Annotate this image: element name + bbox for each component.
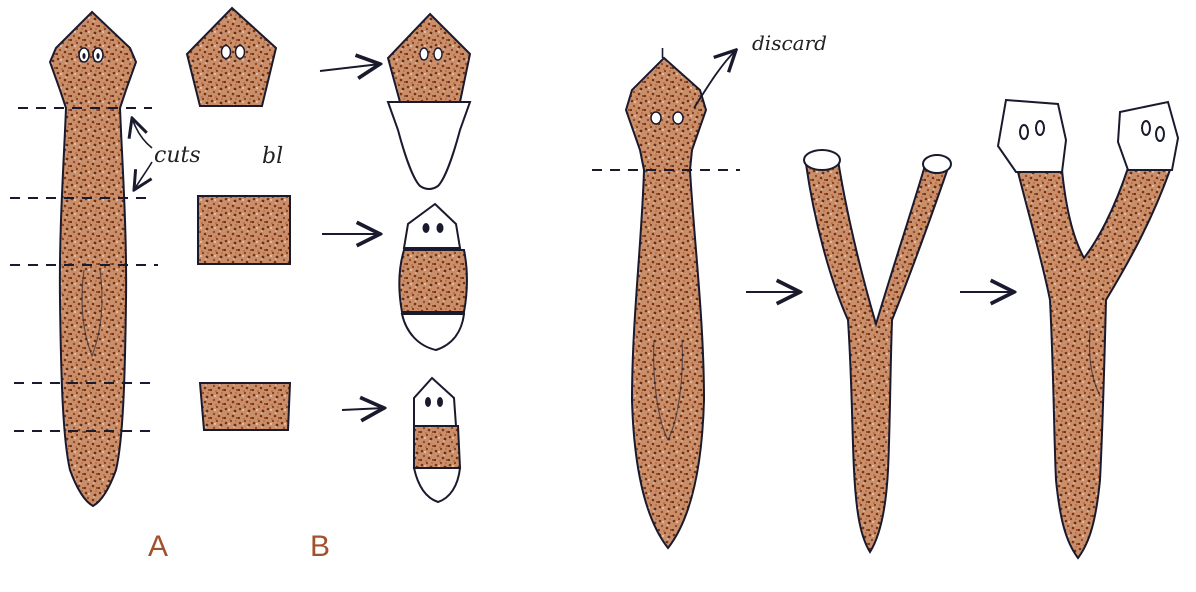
bl-label: bl xyxy=(262,144,283,169)
cuts-pointer-arrows xyxy=(132,118,152,190)
middle-piece xyxy=(198,196,290,264)
split-worm-stage-2 xyxy=(804,150,951,552)
split-worm-original: ı discard xyxy=(592,31,827,548)
head-mark: ı xyxy=(660,42,665,63)
cuts-label: cuts xyxy=(154,143,201,168)
stage-3-body xyxy=(1018,168,1170,558)
split-worm-body xyxy=(626,58,706,548)
discard-label: discard xyxy=(752,31,827,55)
tail-piece xyxy=(200,383,290,430)
arrow-tail-regen xyxy=(342,408,384,410)
regen-from-tail xyxy=(414,378,460,502)
panel-b-arrows xyxy=(320,64,384,410)
head-piece xyxy=(187,8,276,106)
discard-pointer-arrow xyxy=(694,50,736,108)
stage-2-right-tip xyxy=(923,155,951,173)
split-worm-stage-3 xyxy=(998,100,1178,558)
regen-from-middle xyxy=(399,204,467,350)
panel-b-label: B xyxy=(310,530,330,563)
arrow-head-regen xyxy=(320,64,380,71)
panel-b-pieces: bl xyxy=(187,8,290,430)
panel-b-regenerated xyxy=(388,14,470,502)
stage-3-left-head xyxy=(998,100,1066,172)
stage-2-body xyxy=(806,160,948,552)
stage-3-right-head xyxy=(1118,102,1178,170)
stage-2-left-tip xyxy=(804,150,840,170)
panel-a-worm: cuts xyxy=(10,12,201,506)
panel-a-label: A xyxy=(148,530,168,563)
regen-from-head xyxy=(388,14,470,189)
